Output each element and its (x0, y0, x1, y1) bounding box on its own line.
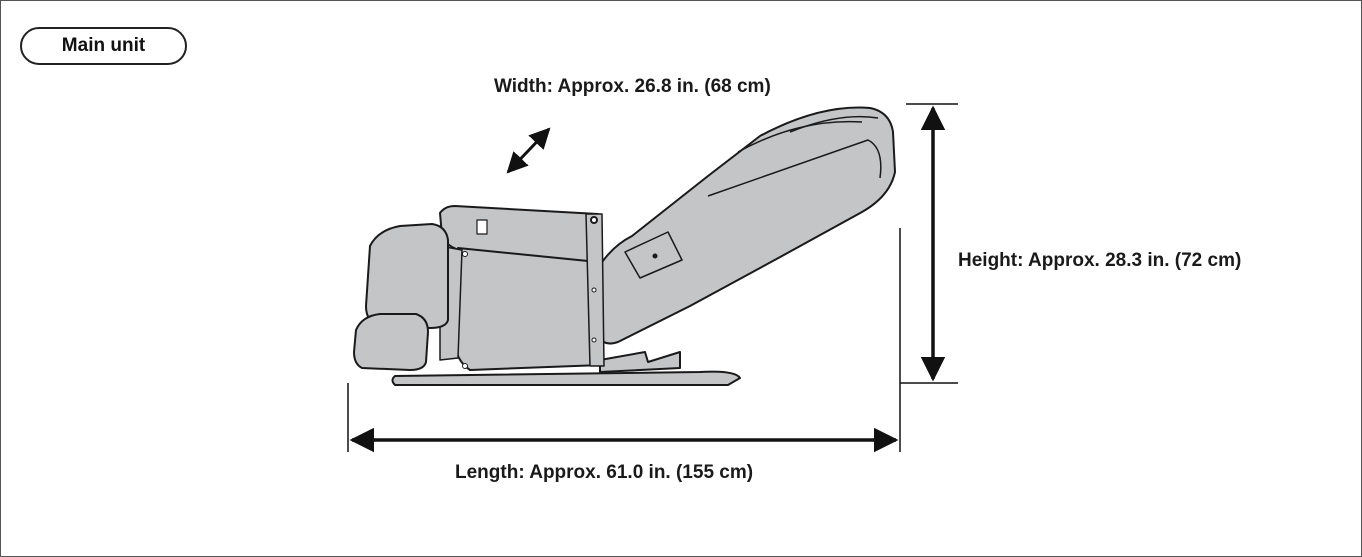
width-dimension-label: Width: Approx. 26.8 in. (68 cm) (494, 76, 771, 97)
section-label-main-unit: Main unit (20, 27, 187, 65)
length-dimension-label: Length: Approx. 61.0 in. (155 cm) (455, 462, 754, 483)
length-dimension-line (347, 228, 901, 453)
massage-chair-side-view (353, 106, 896, 386)
height-dimension-label: Height: Approx. 28.3 in. (72 cm) (958, 250, 1242, 271)
width-double-arrow-icon (506, 127, 551, 174)
height-dimension-line (900, 103, 958, 384)
